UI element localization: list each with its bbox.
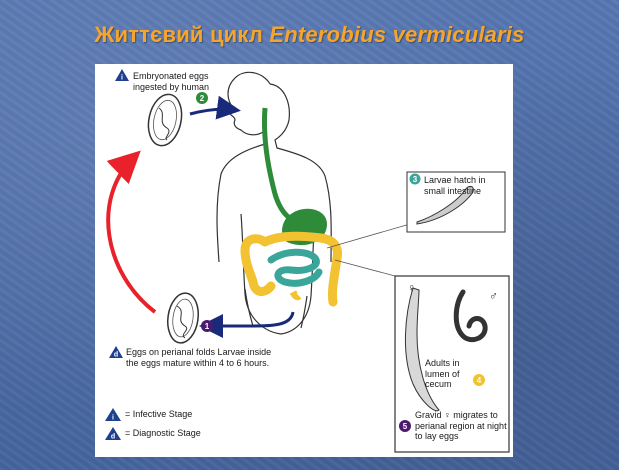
human-body-outline: [217, 72, 331, 334]
esophagus: [264, 108, 305, 224]
step-3-text: Larvae hatch in small intestine: [424, 175, 506, 196]
egg-perianal: [165, 291, 202, 345]
legend-infective-text: = Infective Stage: [125, 409, 245, 420]
title-cyrillic: Життєвий цикл: [94, 22, 263, 47]
legend-diagnostic-text: = Diagnostic Stage: [125, 428, 245, 439]
svg-text:i: i: [112, 415, 114, 422]
svg-text:d: d: [114, 352, 118, 359]
badge-1-label: 1: [205, 322, 210, 331]
male-symbol: ♂: [489, 289, 498, 303]
svg-text:d: d: [111, 434, 115, 441]
diagnostic-marker-bottom: d: [109, 346, 123, 359]
callout-line-adults: [335, 260, 395, 276]
female-symbol: ♀: [407, 281, 416, 295]
badge-3-label: 3: [413, 175, 418, 184]
arrow-to-perianal: [205, 312, 293, 326]
life-cycle-svg: 2 3 4 5 1 i d i d ♀ ♂: [95, 64, 513, 457]
life-cycle-diagram: 2 3 4 5 1 i d i d ♀ ♂ Embryonated eggs: [95, 64, 513, 457]
step-5-text: Gravid ♀ migrates to perianal region at …: [415, 410, 509, 442]
small-intestine: [271, 252, 319, 283]
arrow-to-mouth: [190, 109, 235, 114]
egg-embryonated: [144, 91, 186, 149]
legend-infective-marker: i: [105, 408, 121, 422]
title-latin: Enterobius vermicularis: [269, 22, 524, 47]
arrow-return-red: [108, 156, 155, 312]
svg-text:i: i: [121, 75, 123, 82]
callout-line-larvae: [327, 224, 410, 248]
step-4-text: Adults in lumen of cecum: [425, 358, 485, 390]
legend-diagnostic-marker: d: [105, 427, 121, 441]
slide-title: Життєвий цикл Enterobius vermicularis: [0, 22, 619, 48]
step-1-text: Embryonated eggs ingested by human: [133, 71, 233, 92]
rectum: [293, 292, 299, 297]
badge-2-label: 2: [200, 94, 205, 103]
badge-5-label: 5: [403, 422, 408, 431]
infective-marker-top: i: [115, 69, 129, 82]
step-perianal-text: Eggs on perianal folds Larvae inside the…: [126, 347, 276, 368]
